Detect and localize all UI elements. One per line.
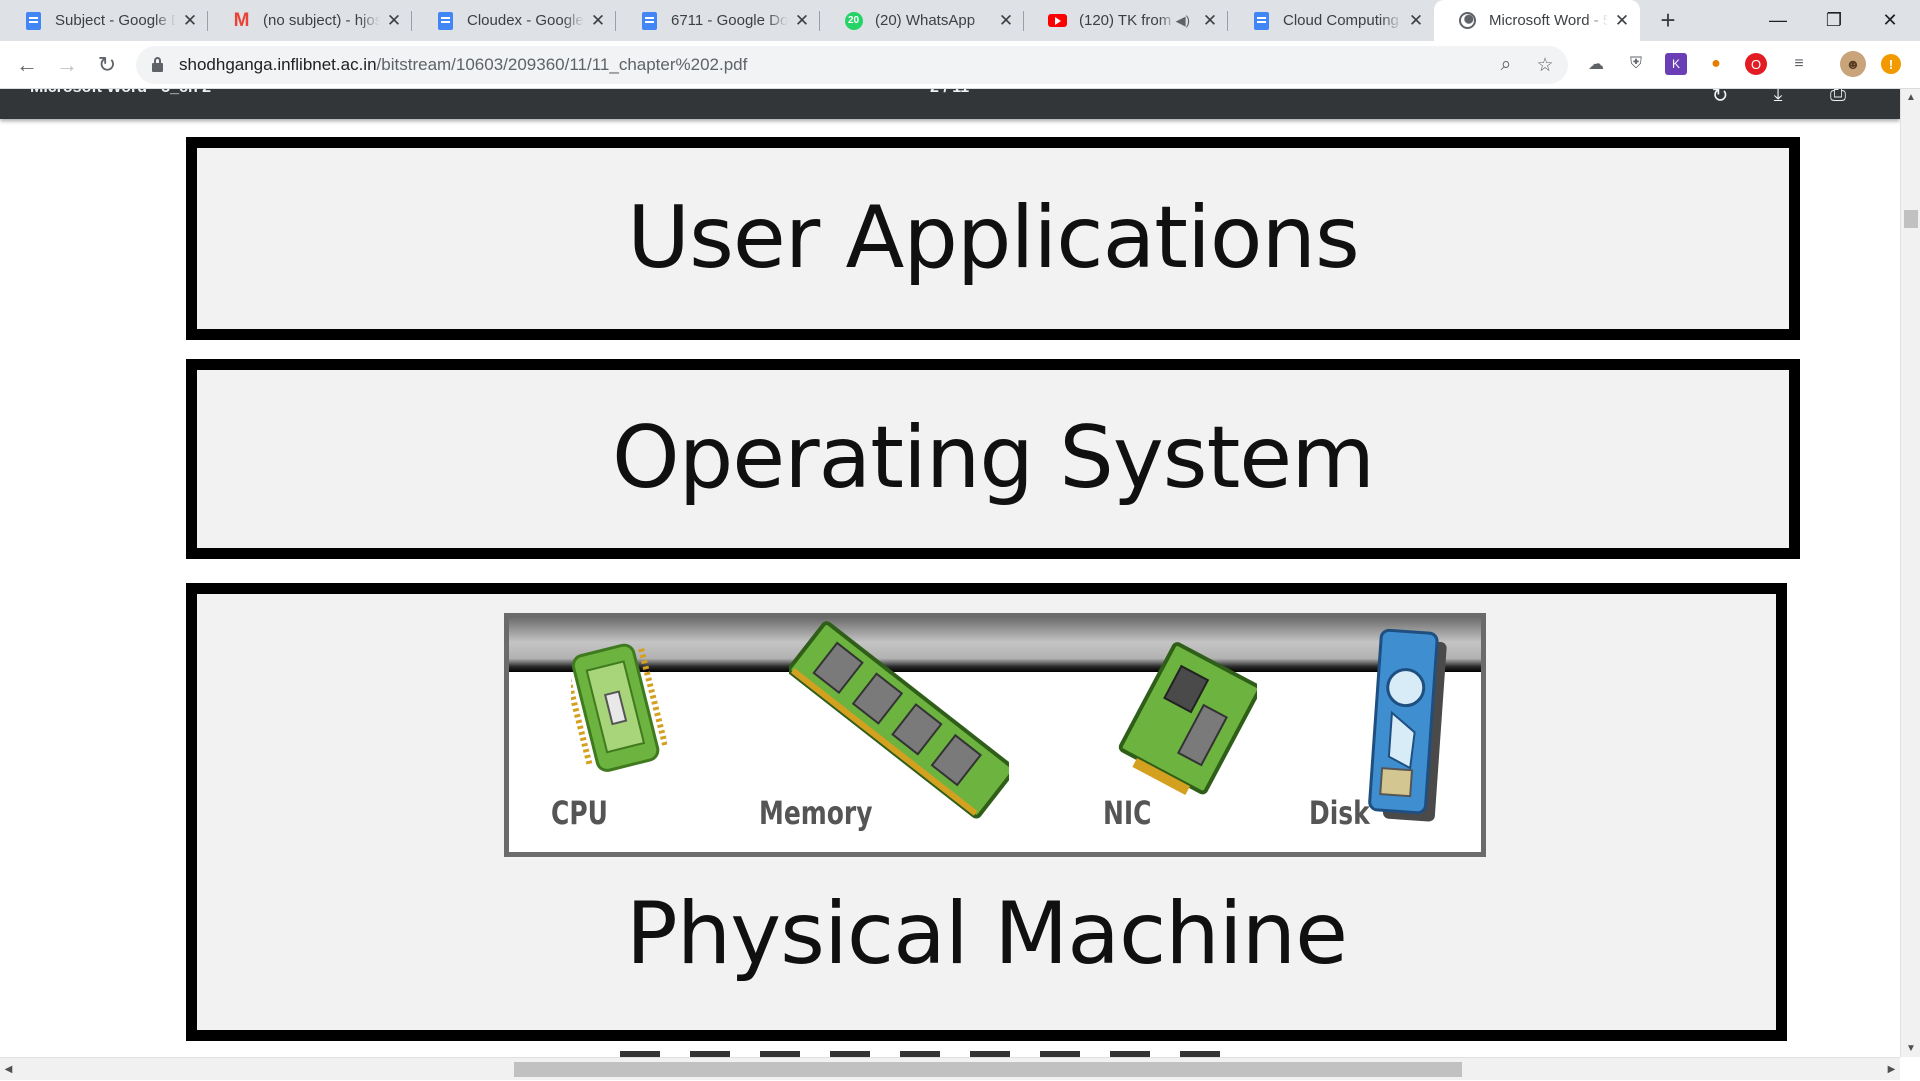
tab-6711-docs[interactable]: 6711 - Google Docs ✕ — [616, 0, 820, 41]
extension-opera-icon[interactable]: O — [1745, 53, 1767, 75]
tab-cloudex-docs[interactable]: Cloudex - Google Docs ✕ — [412, 0, 616, 41]
layer-label: Operating System — [612, 408, 1375, 508]
lock-icon[interactable] — [152, 57, 163, 72]
bookmark-star-icon[interactable]: ☆ — [1536, 54, 1554, 76]
horizontal-scroll-thumb[interactable] — [514, 1062, 1462, 1077]
google-docs-icon — [1252, 11, 1271, 30]
close-icon[interactable]: ✕ — [1408, 10, 1424, 30]
tab-title: Cloudex - Google Docs — [467, 12, 584, 29]
vertical-scrollbar[interactable]: ▲ ▼ — [1900, 89, 1920, 1057]
cpu-label: CPU — [551, 794, 608, 832]
close-icon[interactable]: ✕ — [1614, 10, 1630, 30]
download-icon[interactable]: ⤓ — [1773, 89, 1783, 105]
profile-avatar[interactable]: ☻ — [1840, 51, 1866, 77]
close-icon[interactable]: ✕ — [794, 10, 810, 30]
tab-whatsapp[interactable]: 20 (20) WhatsApp ✕ — [820, 0, 1024, 41]
disk-label: Disk — [1309, 794, 1370, 832]
vertical-scroll-thumb[interactable] — [1904, 210, 1918, 228]
update-alert-icon[interactable]: ! — [1881, 54, 1901, 74]
tab-separator — [1227, 11, 1228, 31]
tab-separator — [819, 11, 820, 31]
tab-title: Subject - Google Docs — [55, 12, 176, 29]
google-docs-icon — [436, 11, 455, 30]
tab-title: Cloud Computing — [1283, 12, 1399, 29]
tab-separator — [615, 11, 616, 31]
tab-microsoft-word-active[interactable]: Microsoft Word - 5_ch 2 ✕ — [1434, 0, 1640, 41]
zoom-icon[interactable]: ⌕ — [1500, 54, 1512, 75]
close-icon[interactable]: ✕ — [386, 10, 402, 30]
close-icon[interactable]: ✕ — [998, 10, 1014, 30]
back-button[interactable]: ← — [16, 52, 38, 77]
layer-label: Physical Machine — [625, 884, 1348, 984]
youtube-icon — [1048, 11, 1067, 30]
reload-button[interactable]: ↻ — [97, 52, 117, 77]
close-icon[interactable]: ✕ — [182, 10, 198, 30]
next-line-text-clipped — [620, 1051, 1420, 1057]
globe-icon — [1458, 11, 1477, 30]
tab-separator — [411, 11, 412, 31]
nic-label: NIC — [1103, 794, 1152, 832]
extension-bottle-icon[interactable]: ● — [1711, 55, 1721, 72]
layer-label: User Applications — [627, 188, 1360, 288]
pdf-title: Microsoft Word - 5_ch 2 — [30, 89, 211, 97]
extension-cloud-icon[interactable]: ☁ — [1588, 56, 1604, 73]
tab-title: (no subject) - hjoshi — [263, 12, 380, 29]
tab-separator — [207, 11, 208, 31]
address-bar[interactable]: shodhganga.inflibnet.ac.in/bitstream/106… — [136, 46, 1568, 84]
scroll-left-arrow[interactable]: ◀ — [4, 1064, 13, 1075]
whatsapp-icon: 20 — [844, 11, 863, 30]
tab-title: (120) TK from — [1079, 12, 1172, 29]
url-path: /bitstream/10603/209360/11/11_chapter%20… — [376, 55, 748, 74]
page-indicator: 2 / 11 — [930, 89, 969, 97]
horizontal-scrollbar[interactable]: ◀ ▶ — [0, 1057, 1900, 1080]
extension-k-icon[interactable]: K — [1665, 53, 1687, 75]
forward-button[interactable]: → — [56, 52, 78, 77]
scroll-up-arrow[interactable]: ▲ — [1906, 92, 1916, 103]
close-icon[interactable]: ✕ — [590, 10, 606, 30]
url-host: shodhganga.inflibnet.ac.in — [179, 55, 377, 74]
url-text[interactable]: shodhganga.inflibnet.ac.in/bitstream/106… — [179, 55, 747, 75]
cpu-chip-icon — [571, 643, 667, 772]
pdf-viewer: Microsoft Word - 5_ch 2 2 / 11 ↻ ⤓ ⎙ Use… — [0, 89, 1900, 1057]
layer-operating-system: Operating System — [186, 359, 1800, 559]
new-tab-button[interactable]: + — [1660, 5, 1676, 35]
tab-title: 6711 - Google Docs — [671, 12, 788, 29]
google-docs-icon — [640, 11, 659, 30]
browser-toolbar: ← → ↻ shodhganga.inflibnet.ac.in/bitstre… — [0, 41, 1920, 89]
memory-label: Memory — [759, 794, 873, 832]
tab-title: Microsoft Word - 5_ch 2 — [1489, 12, 1608, 29]
motherboard-bar — [509, 618, 1481, 672]
disk-drive-icon — [1368, 628, 1447, 822]
print-icon[interactable]: ⎙ — [1830, 89, 1846, 105]
scroll-right-arrow[interactable]: ▶ — [1887, 1064, 1896, 1075]
memory-stick-icon — [789, 621, 1009, 819]
extension-shield-icon[interactable]: ⛨ — [1629, 55, 1642, 72]
minimize-button[interactable]: — — [1769, 10, 1787, 30]
nic-card-icon — [1118, 642, 1257, 796]
hardware-illustration: CPU Memory NIC — [504, 613, 1486, 857]
tab-gmail[interactable]: M (no subject) - hjoshi ✕ — [208, 0, 412, 41]
gmail-icon: M — [233, 9, 250, 31]
layer-user-applications: User Applications — [186, 137, 1800, 340]
tab-subject-docs[interactable]: Subject - Google Docs ✕ — [0, 0, 208, 41]
tab-title: (20) WhatsApp — [875, 12, 976, 29]
speaker-icon[interactable]: ◀) — [1175, 12, 1190, 28]
tab-cloud-computing[interactable]: Cloud Computing ✕ — [1228, 0, 1434, 41]
reading-list-icon[interactable]: ≡ — [1794, 55, 1804, 72]
scroll-down-arrow[interactable]: ▼ — [1906, 1043, 1916, 1054]
close-window-button[interactable]: ✕ — [1882, 10, 1898, 30]
rotate-icon[interactable]: ↻ — [1711, 89, 1729, 107]
tab-separator — [1023, 11, 1024, 31]
maximize-button[interactable]: ❐ — [1825, 10, 1843, 30]
tab-youtube[interactable]: (120) TK from ◀) ✕ — [1024, 0, 1228, 41]
pdf-toolbar: Microsoft Word - 5_ch 2 2 / 11 ↻ ⤓ ⎙ — [0, 89, 1900, 119]
tab-strip: Subject - Google Docs ✕ M (no subject) -… — [0, 0, 1920, 41]
google-docs-icon — [24, 11, 43, 30]
close-icon[interactable]: ✕ — [1202, 10, 1218, 30]
